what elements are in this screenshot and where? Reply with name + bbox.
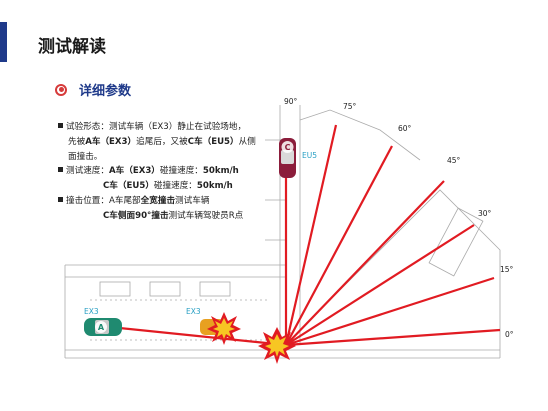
car-c-tag: EU5 — [302, 151, 317, 160]
car-a-tag: EX3 — [84, 307, 99, 316]
car-c: C — [279, 138, 296, 178]
params-block: 试验形态：测试车辆（EX3）静止在试验场地， 先被A车（EX3）追尾后，又被C车… — [58, 120, 280, 224]
param-impact-line2: C车侧面90°撞击测试车辆驾驶员R点 — [103, 210, 244, 221]
page-title: 测试解读 — [38, 37, 106, 57]
radio-bullet-icon — [55, 83, 67, 96]
car-a: A — [84, 318, 122, 336]
angle-label-30: 30° — [478, 209, 492, 218]
section-header: 详细参数 — [55, 80, 131, 99]
explosion-icon — [258, 327, 296, 364]
param-form-line2: 先被A车（EX3）追尾后，又被C车（EU5）从侧 — [68, 136, 256, 147]
car-a-badge: A — [98, 323, 105, 332]
car-c-badge: C — [285, 143, 291, 152]
angle-label-45: 45° — [447, 156, 461, 165]
angle-label-15: 15° — [500, 265, 514, 274]
angle-label-0: 0° — [505, 330, 514, 339]
param-form-line3: 面撞击。 — [68, 151, 103, 162]
test-vehicle-tag: EX3 — [186, 307, 201, 316]
angle-label-75: 75° — [343, 102, 357, 111]
section-title: 详细参数 — [79, 84, 132, 99]
param-speed-a: 测试速度：A车（EX3）碰撞速度：50km/h — [58, 164, 280, 179]
square-bullet-icon — [58, 196, 63, 202]
angle-label-60: 60° — [398, 124, 412, 133]
param-impact-line1: 撞击位置：A车尾部全宽撞击测试车辆 — [58, 194, 280, 209]
param-form-line1: 试验形态：测试车辆（EX3）静止在试验场地， — [58, 120, 280, 135]
floor-plan — [64, 105, 501, 359]
square-bullet-icon — [58, 123, 63, 128]
explosion-icon — [207, 312, 241, 345]
param-speed-c: C车（EU5）碰撞速度：50km/h — [103, 181, 233, 192]
title-accent-bar — [0, 22, 7, 62]
square-bullet-icon — [58, 167, 63, 173]
angle-label-90: 90° — [284, 97, 298, 106]
